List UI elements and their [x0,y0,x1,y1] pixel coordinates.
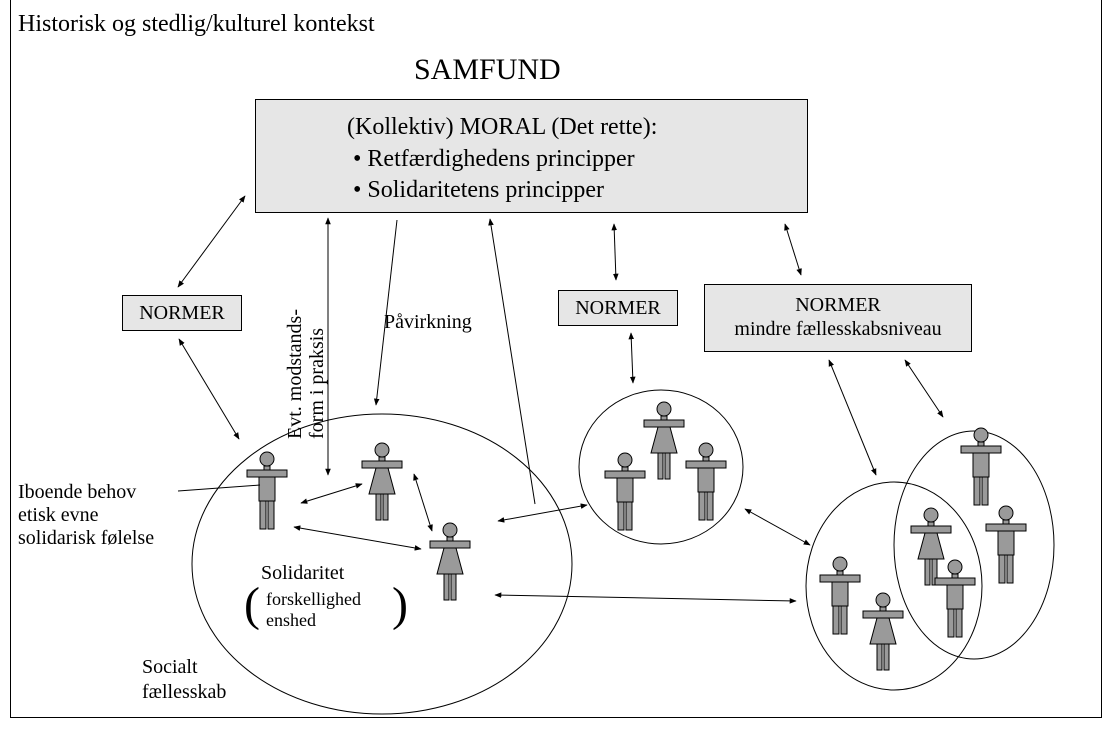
arrow-normer-left-community [178,338,240,440]
influence-label: Påvirkning [384,311,472,333]
norms-right-line2: mindre fællesskabsniveau [734,318,942,340]
community-large-circle [191,413,573,715]
solidarity-title: Solidaritet [261,562,345,584]
person-figure [862,592,904,671]
norms-box-middle: NORMER [558,290,678,326]
person-figure [643,401,685,480]
community-label: Socialt fællesskab [142,656,227,703]
norms-box-right: NORMER mindre fællesskabsniveau [704,284,972,352]
arrow-normer-middle-community [628,332,636,384]
person-figure [910,507,952,586]
person-figure [819,556,861,635]
arrow-community-community [497,503,588,523]
resistance-label: Evt. modstands- form i praksis [284,309,328,439]
context-frame [10,0,1102,718]
arrow-person-person [293,525,422,551]
person-figure [985,505,1027,584]
arrow-person-person [300,483,363,504]
arrow-moral-normer-middle [611,223,619,281]
person-figure [934,559,976,638]
pointer-line-inherent-needs [177,484,261,492]
person-figure [429,522,471,601]
person-figure [361,442,403,521]
arrow-community-community [494,592,797,604]
person-figure [685,442,727,521]
arrow-influence [373,219,398,406]
moral-bullet: • Solidaritetens principper [353,177,605,203]
inherent-needs-label: Iboende behov etisk evne solidarisk føle… [18,481,155,549]
moral-bullet: • Retfærdighedens principper [353,146,635,172]
moral-box: (Kollektiv) MORAL (Det rette): • Retfærd… [255,99,808,213]
norms-right-line1: NORMER [795,294,881,316]
person-figure [604,452,646,531]
context-title: Historisk og stedlig/kulturel kontekst [18,11,375,37]
solidarity-values: forskellighed enshed [266,589,361,630]
society-title: SAMFUND [414,53,561,86]
community-small-circle [578,389,744,545]
moral-heading: (Kollektiv) MORAL (Det rette): [347,114,658,140]
paren-right: ) [392,578,408,631]
norms-box-left: NORMER [122,295,242,331]
person-figure [246,451,288,530]
paren-left: ( [244,578,260,631]
arrow-moral-normer-right [784,223,802,276]
arrow-normer-right-lower [828,359,877,476]
person-figure [960,427,1002,506]
arrow-up-to-moral [488,218,536,505]
arrow-moral-normer-left [177,195,246,288]
arrow-normer-right-upper [904,359,944,418]
arrow-person-person [413,473,433,532]
community-upper-ellipse [893,430,1055,660]
arrow-community-community [744,508,811,546]
community-lower-ellipse [805,481,983,691]
